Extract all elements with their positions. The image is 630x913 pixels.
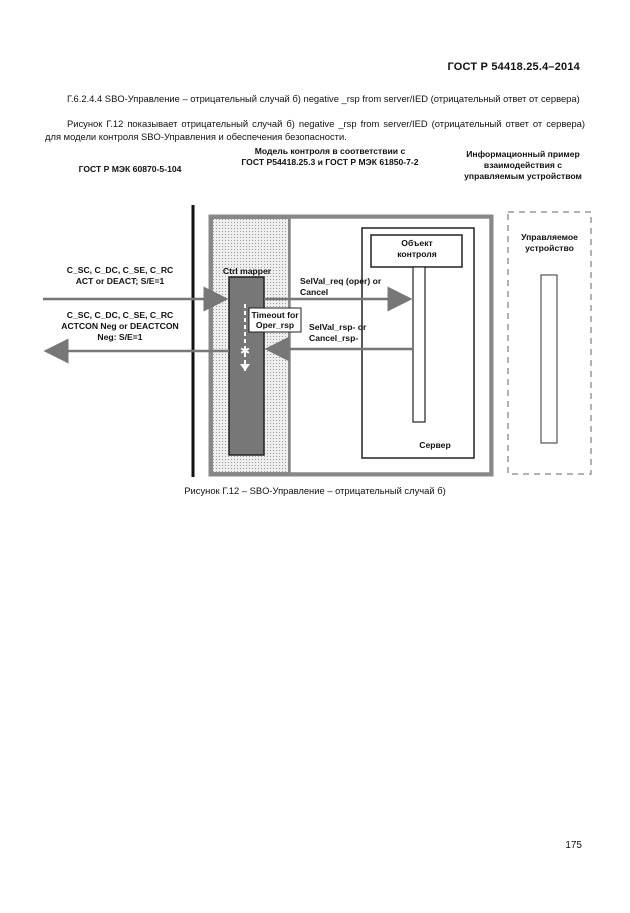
paragraph-2: Рисунок Г.12 показывает отрицательный сл… [45, 118, 585, 143]
selval-response-line2: Cancel_rsp- [309, 333, 359, 343]
standard-code: ГОСТ Р 54418.25.4–2014 [447, 61, 580, 73]
msg-response-line1: C_SC, C_DC, C_SE, C_RC [66, 310, 174, 320]
title-info-line1: Информационный пример [466, 149, 580, 159]
msg-response-line2: ACTCON Neg or DEACTCON [61, 321, 179, 331]
controlled-device-line2: устройство [525, 243, 574, 253]
msg-request-line2: ACT or DEACT; S/E=1 [75, 276, 165, 286]
server-activation-bar [412, 266, 426, 423]
title-iec-104: ГОСТ Р МЭК 60870-5-104 [78, 164, 182, 174]
paragraph-1: Г.6.2.4.4 SBO-Управление – отрицательный… [45, 93, 585, 106]
msg-request-line1: C_SC, C_DC, C_SE, C_RC [66, 265, 174, 275]
controlled-device-line1: Управляемое [521, 232, 578, 242]
timeout-star-icon: ✱ [240, 344, 250, 358]
timeout-arrow-icon [240, 364, 250, 371]
title-info-line2: взаимодействия с [483, 160, 563, 170]
selval-response-line1: SelVal_rsp- or [309, 322, 367, 332]
selval-request-line2: Cancel [300, 287, 329, 297]
paragraph-1-text: Г.6.2.4.4 SBO-Управление – отрицательный… [67, 93, 580, 104]
timeout-line2: Oper_rsp [255, 320, 295, 330]
msg-response-line3: Neg: S/E=1 [97, 332, 143, 342]
title-info-line3: управляемым устройством [464, 171, 582, 181]
control-object-line1: Объект [401, 238, 433, 248]
title-model-line1: Модель контроля в соответствии с [254, 146, 406, 156]
page-number: 175 [565, 840, 582, 851]
device-activation-bar [540, 274, 558, 444]
timeout-box [248, 307, 302, 333]
control-object-line2: контроля [397, 249, 437, 259]
timeout-line1: Timeout for [251, 310, 299, 320]
figure-caption: Рисунок Г.12 – SBO-Управление – отрицате… [184, 485, 446, 496]
paragraph-2-text: Рисунок Г.12 показывает отрицательный сл… [45, 118, 585, 142]
selval-request-line1: SelVal_req (oper) or [300, 276, 382, 286]
title-model-line2: ГОСТ Р54418.25.3 и ГОСТ Р МЭК 61850-7-2 [241, 157, 419, 167]
server-label: Сервер [419, 440, 451, 450]
ctrl-mapper-label: Ctrl mapper [222, 266, 272, 276]
device-dashed-box [507, 211, 592, 475]
